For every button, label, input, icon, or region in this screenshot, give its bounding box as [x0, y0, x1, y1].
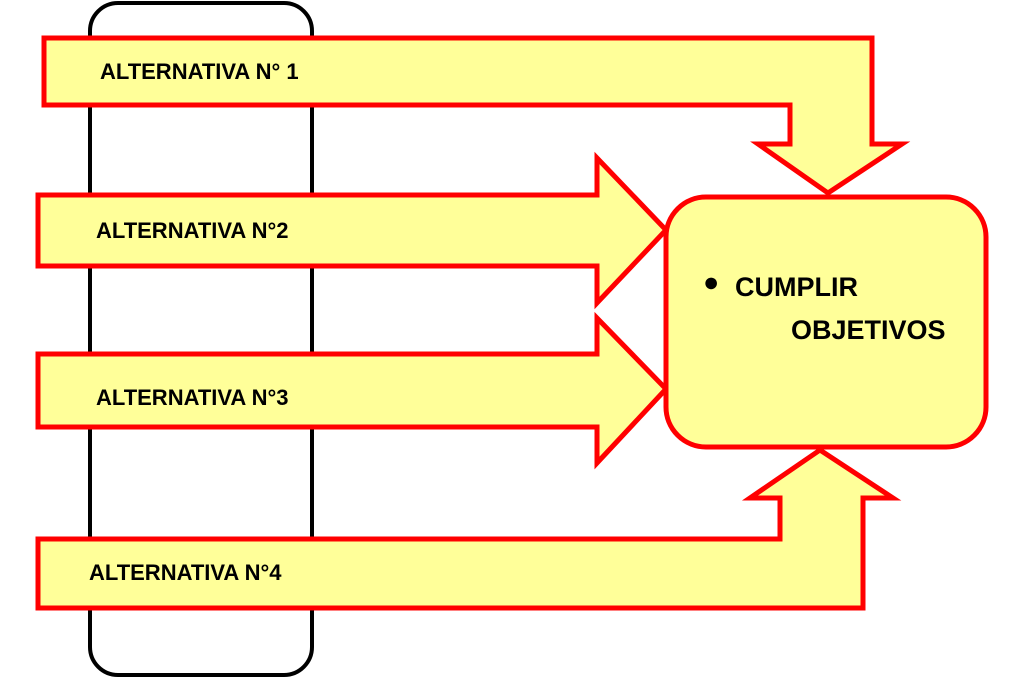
alternatives-frame — [88, 1, 314, 677]
alternative-2-label: ALTERNATIVA N°2 — [96, 218, 289, 243]
goal-line-1: CUMPLIR — [735, 272, 858, 302]
alternative-1-label: ALTERNATIVA N° 1 — [100, 59, 299, 84]
goal-line-2: OBJETIVOS — [791, 315, 946, 345]
goal-box — [663, 194, 989, 450]
alternative-3-label: ALTERNATIVA N°3 — [96, 385, 289, 410]
alternative-4-label: ALTERNATIVA N°4 — [89, 560, 282, 585]
alternative-4-arrow — [35, 446, 902, 611]
alternative-2-arrow — [35, 151, 670, 310]
alternative-3-arrow — [35, 311, 670, 470]
alternative-1-arrow — [41, 35, 911, 197]
goal-bullet: ● — [703, 267, 719, 297]
